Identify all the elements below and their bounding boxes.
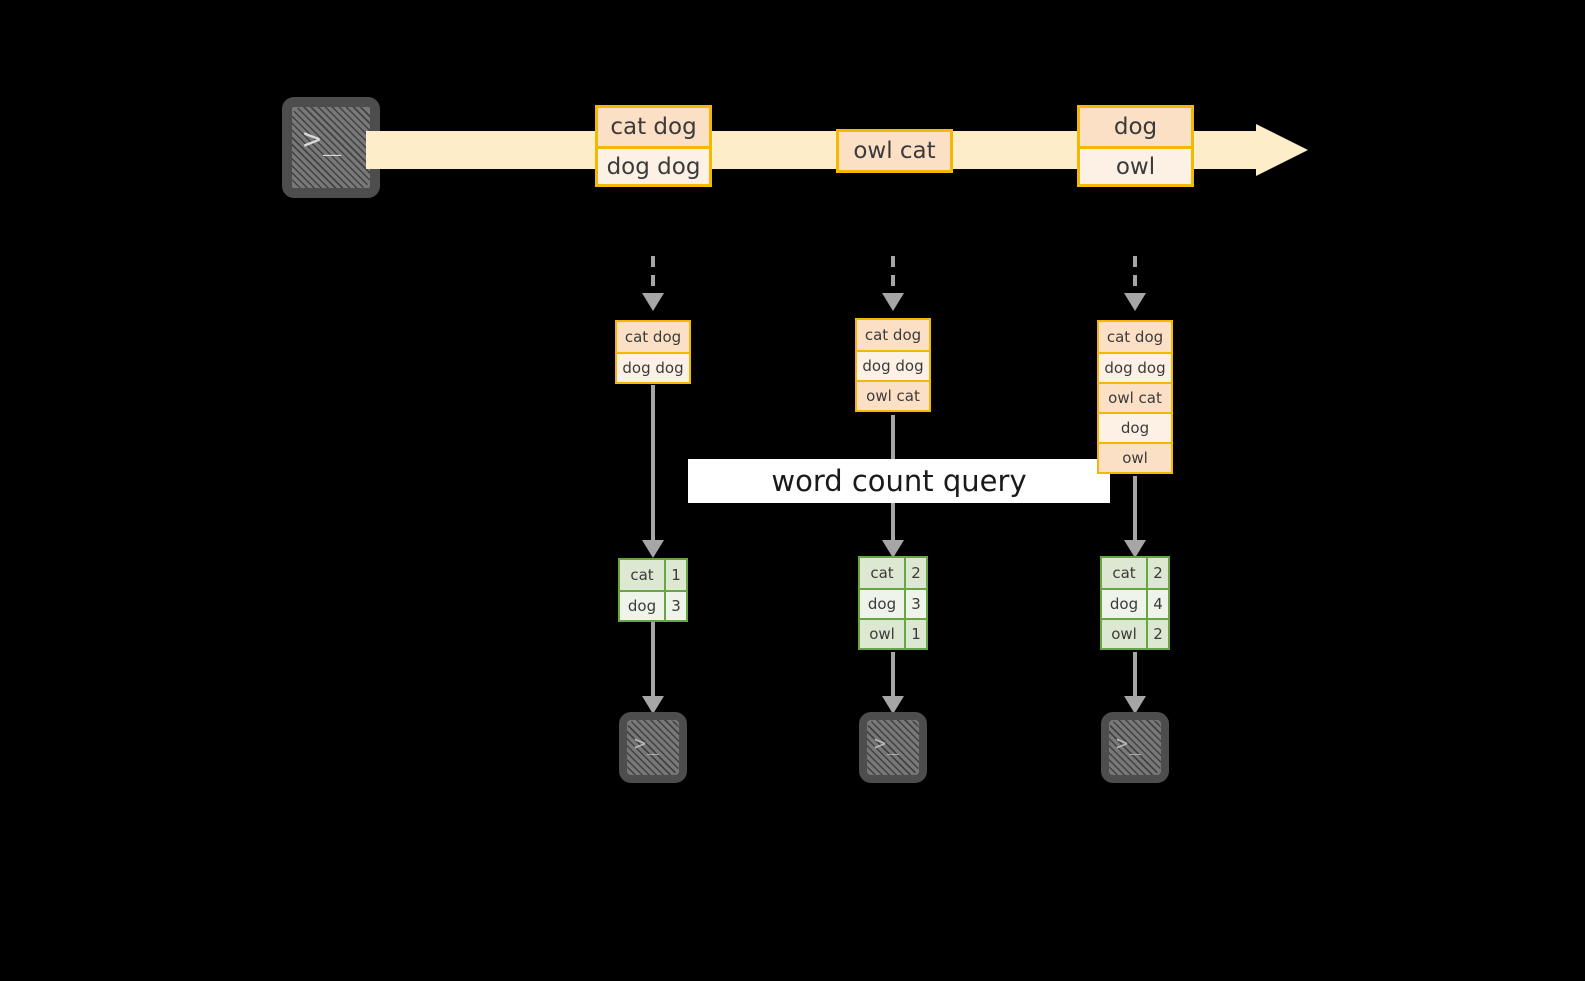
sink-terminal-icon-column-2: >_ (859, 712, 927, 783)
result-to-sink-arrowhead (882, 696, 904, 714)
accumulation-table-column-1: cat dog dog dog (615, 320, 691, 384)
result-table-column-2: cat 2 dog 3 owl 1 (858, 556, 928, 650)
result-word: cat (1102, 558, 1146, 588)
result-count: 4 (1146, 590, 1168, 618)
stream-event-line: dog dog (598, 146, 709, 184)
result-to-sink-connector (651, 622, 655, 704)
query-banner: word count query (688, 459, 1110, 503)
result-to-sink-connector (1133, 652, 1137, 704)
result-row: owl 2 (1102, 618, 1168, 648)
stream-event-group-2: owl cat (836, 129, 953, 173)
sink-terminal-icon-column-3: >_ (1101, 712, 1169, 783)
result-count: 2 (904, 558, 926, 588)
result-word: owl (860, 620, 904, 648)
result-table-column-1: cat 1 dog 3 (618, 558, 688, 622)
stream-arrow-head (1256, 124, 1308, 176)
terminal-prompt-glyph: >_ (874, 731, 901, 755)
result-word: dog (860, 590, 904, 618)
query-banner-label: word count query (771, 464, 1027, 498)
stream-event-line: cat dog (598, 108, 709, 146)
result-to-sink-arrowhead (1124, 696, 1146, 714)
result-word: dog (1102, 590, 1146, 618)
table-to-result-arrowhead (1124, 540, 1146, 558)
accumulation-row: owl (1099, 442, 1171, 472)
terminal-prompt-glyph: >_ (634, 731, 661, 755)
result-word: cat (620, 560, 664, 590)
result-count: 2 (1146, 620, 1168, 648)
accumulation-table-column-3: cat dog dog dog owl cat dog owl (1097, 320, 1173, 474)
table-to-result-arrowhead (642, 540, 664, 558)
stream-event-line: owl cat (839, 132, 950, 170)
stream-event-group-3: dog owl (1077, 105, 1194, 187)
result-row: cat 2 (860, 558, 926, 588)
stream-event-line: owl (1080, 146, 1191, 184)
table-to-result-arrowhead (882, 540, 904, 558)
stream-to-table-connector (891, 256, 895, 295)
result-row: dog 3 (860, 588, 926, 618)
result-count: 1 (664, 560, 686, 590)
terminal-prompt-glyph: >_ (303, 122, 344, 157)
result-to-sink-arrowhead (642, 696, 664, 714)
result-count: 2 (1146, 558, 1168, 588)
stream-to-table-arrowhead (1124, 293, 1146, 311)
accumulation-row: dog dog (857, 350, 929, 380)
result-to-sink-connector (891, 652, 895, 704)
terminal-prompt-glyph: >_ (1116, 731, 1143, 755)
table-to-result-connector (651, 385, 655, 550)
accumulation-row: cat dog (1099, 322, 1171, 352)
accumulation-row: owl cat (857, 380, 929, 410)
result-row: dog 3 (620, 590, 686, 620)
accumulation-row: dog (1099, 412, 1171, 442)
result-count: 3 (664, 592, 686, 620)
result-row: cat 1 (620, 560, 686, 590)
accumulation-row: owl cat (1099, 382, 1171, 412)
table-to-result-connector (1133, 476, 1137, 550)
stream-to-table-arrowhead (882, 293, 904, 311)
result-word: dog (620, 592, 664, 620)
stream-to-table-connector (1133, 256, 1137, 295)
result-table-column-3: cat 2 dog 4 owl 2 (1100, 556, 1170, 650)
stream-event-line: dog (1080, 108, 1191, 146)
result-row: cat 2 (1102, 558, 1168, 588)
result-row: owl 1 (860, 618, 926, 648)
accumulation-row: cat dog (857, 320, 929, 350)
accumulation-row: dog dog (617, 352, 689, 382)
stream-to-table-arrowhead (642, 293, 664, 311)
stream-to-table-connector (651, 256, 655, 295)
stream-event-group-1: cat dog dog dog (595, 105, 712, 187)
result-word: cat (860, 558, 904, 588)
result-row: dog 4 (1102, 588, 1168, 618)
sink-terminal-icon-column-1: >_ (619, 712, 687, 783)
accumulation-row: cat dog (617, 322, 689, 352)
result-word: owl (1102, 620, 1146, 648)
accumulation-row: dog dog (1099, 352, 1171, 382)
result-count: 1 (904, 620, 926, 648)
accumulation-table-column-2: cat dog dog dog owl cat (855, 318, 931, 412)
result-count: 3 (904, 590, 926, 618)
